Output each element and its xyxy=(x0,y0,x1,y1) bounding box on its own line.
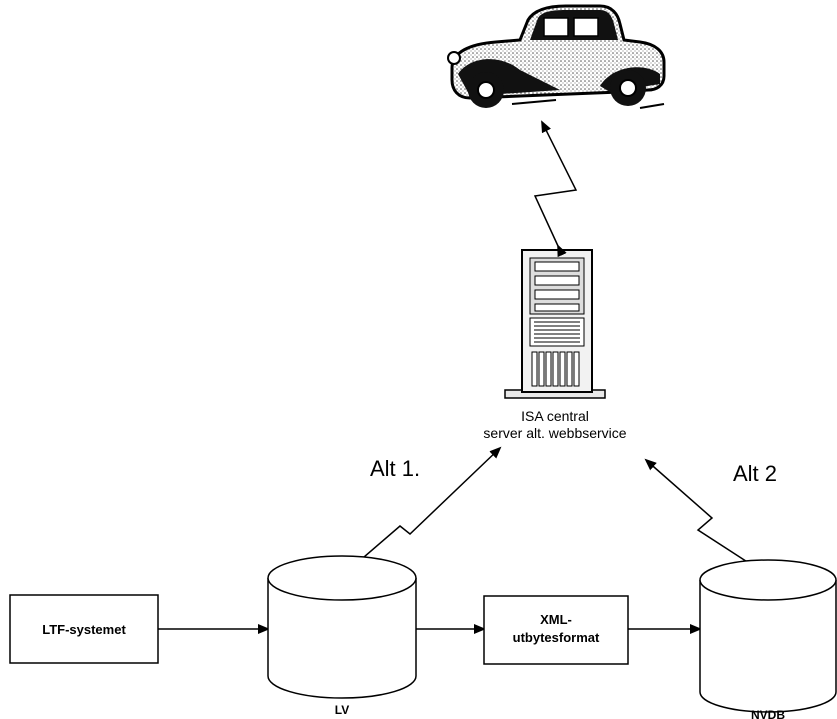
ltf-label: LTF-systemet xyxy=(42,622,126,637)
wireless-link-server-car xyxy=(533,120,578,258)
database-cylinder-icon xyxy=(267,578,417,699)
server-label-line1: ISA central xyxy=(521,408,589,424)
nvdb-database xyxy=(699,559,837,713)
link-alt1 xyxy=(341,446,502,577)
alt1-label: Alt 1. xyxy=(370,456,420,481)
alt2-label: Alt 2 xyxy=(733,461,777,486)
lv-label: LV xyxy=(335,703,349,717)
ltf-box xyxy=(9,594,159,664)
nvdb-label: NVDB xyxy=(751,708,785,719)
car-icon xyxy=(447,4,666,109)
database-cylinder-icon xyxy=(699,580,837,713)
server-tower-icon xyxy=(504,249,606,399)
xml-box xyxy=(483,595,629,665)
server-label-line2: server alt. webbservice xyxy=(483,425,626,441)
xml-label-line2: utbytesformat xyxy=(513,630,600,645)
lv-database xyxy=(267,555,417,699)
link-alt2 xyxy=(644,458,773,579)
xml-label-line1: XML- xyxy=(540,612,572,627)
